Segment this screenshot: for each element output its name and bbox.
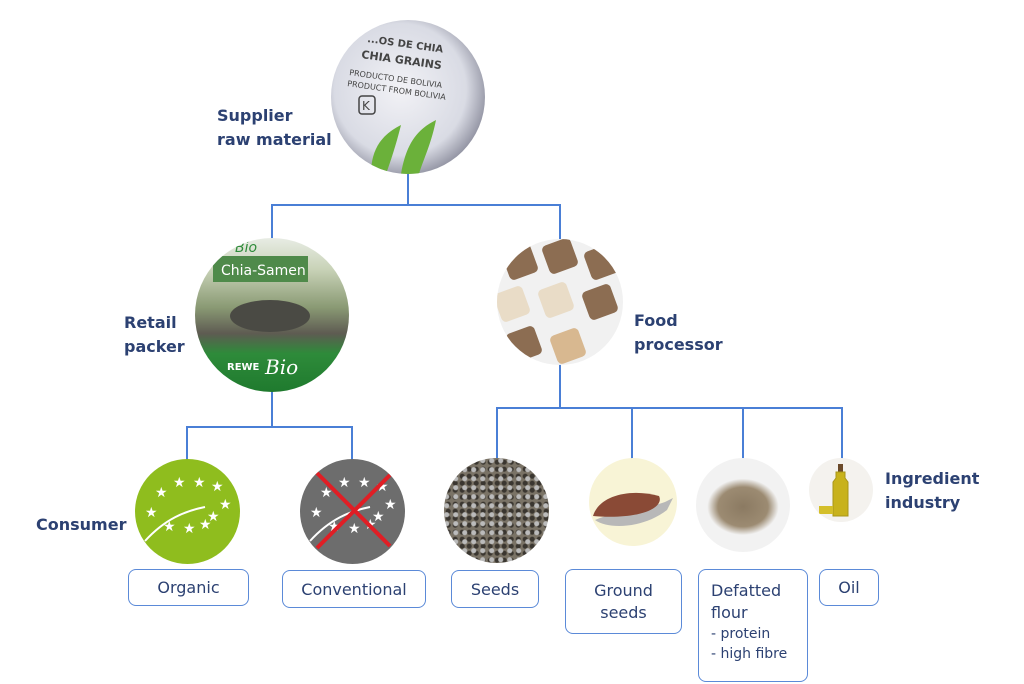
connector	[559, 204, 561, 240]
svg-text:★: ★	[145, 505, 158, 521]
defatted-line2: flour	[711, 603, 748, 622]
label-line: processor	[634, 335, 723, 354]
svg-text:★: ★	[173, 475, 186, 491]
ground-seeds-photo	[589, 458, 677, 546]
label-line: industry	[885, 493, 961, 512]
connector	[841, 407, 843, 459]
chia-seeds-photo	[444, 458, 549, 563]
connector	[351, 426, 353, 460]
conventional-box: Conventional	[282, 570, 426, 608]
ingredient-industry-label: Ingredient industry	[885, 467, 979, 515]
defatted-flour-box: Defatted flour - protein - high fibre	[698, 569, 808, 682]
svg-text:★: ★	[310, 505, 323, 521]
organic-box: Organic	[128, 569, 249, 606]
supplier-label: Supplier raw material	[217, 104, 332, 152]
eu-organic-logo-crossed-icon: ★★★★★★★★★★	[300, 459, 405, 564]
seeds-text: Seeds	[470, 580, 520, 599]
label-line: Ingredient	[885, 469, 980, 488]
connector	[496, 407, 843, 409]
svg-text:★: ★	[183, 521, 196, 537]
bread-slices-photo	[497, 239, 623, 365]
label-line: Supplier	[217, 106, 293, 125]
package-text: Bio	[264, 355, 298, 379]
retail-label: Retail packer	[124, 311, 185, 359]
label-line: packer	[124, 337, 185, 356]
connector	[186, 426, 353, 428]
svg-text:★: ★	[199, 517, 212, 533]
defatted-bullet: - protein	[711, 626, 771, 642]
connector	[496, 407, 498, 459]
organic-text: Organic	[157, 578, 220, 597]
package-text: REWE	[227, 362, 260, 373]
connector	[186, 426, 188, 460]
package-text: Bio	[235, 240, 257, 256]
oil-bottle-photo	[809, 458, 873, 522]
connector	[271, 390, 273, 428]
svg-text:★: ★	[320, 485, 333, 501]
supplier-sack-photo: ...OS DE CHIA CHIA GRAINS PRODUCTO DE BO…	[331, 20, 485, 174]
svg-text:★: ★	[207, 509, 220, 525]
defatted-line1: Defatted	[711, 581, 782, 600]
food-processor-label: Food processor	[634, 309, 723, 357]
label-line: Food	[634, 311, 678, 330]
connector	[271, 204, 273, 240]
defatted-flour-photo	[696, 458, 790, 552]
connector	[271, 204, 561, 206]
retail-package-photo: Bio Chia-Samen REWE Bio	[195, 238, 349, 392]
svg-text:★: ★	[211, 479, 224, 495]
connector	[631, 407, 633, 459]
svg-text:★: ★	[155, 485, 168, 501]
label-line: Retail	[124, 313, 177, 332]
consumer-label: Consumer	[36, 515, 127, 534]
svg-text:★: ★	[384, 497, 397, 513]
svg-text:★: ★	[348, 521, 361, 537]
svg-text:★: ★	[376, 479, 389, 495]
oil-text: Oil	[838, 578, 860, 597]
eu-organic-logo-icon: ★★★★★★★★★★	[135, 459, 240, 564]
defatted-bullet: - high fibre	[711, 646, 788, 662]
sack-logo-letter: K	[362, 99, 371, 113]
svg-text:★: ★	[338, 475, 351, 491]
ground-line2: seeds	[600, 603, 647, 622]
oil-box: Oil	[819, 569, 879, 606]
ground-line1: Ground	[594, 581, 653, 600]
svg-text:★: ★	[193, 475, 206, 491]
ground-seeds-box: Ground seeds	[565, 569, 682, 634]
connector	[742, 407, 744, 459]
conventional-text: Conventional	[301, 580, 407, 599]
seeds-box: Seeds	[451, 570, 539, 608]
connector	[559, 364, 561, 409]
svg-text:★: ★	[358, 475, 371, 491]
connector	[407, 172, 409, 206]
svg-text:★: ★	[372, 509, 385, 525]
svg-text:★: ★	[219, 497, 232, 513]
label-line: raw material	[217, 130, 332, 149]
package-text: Chia-Samen	[221, 263, 306, 279]
